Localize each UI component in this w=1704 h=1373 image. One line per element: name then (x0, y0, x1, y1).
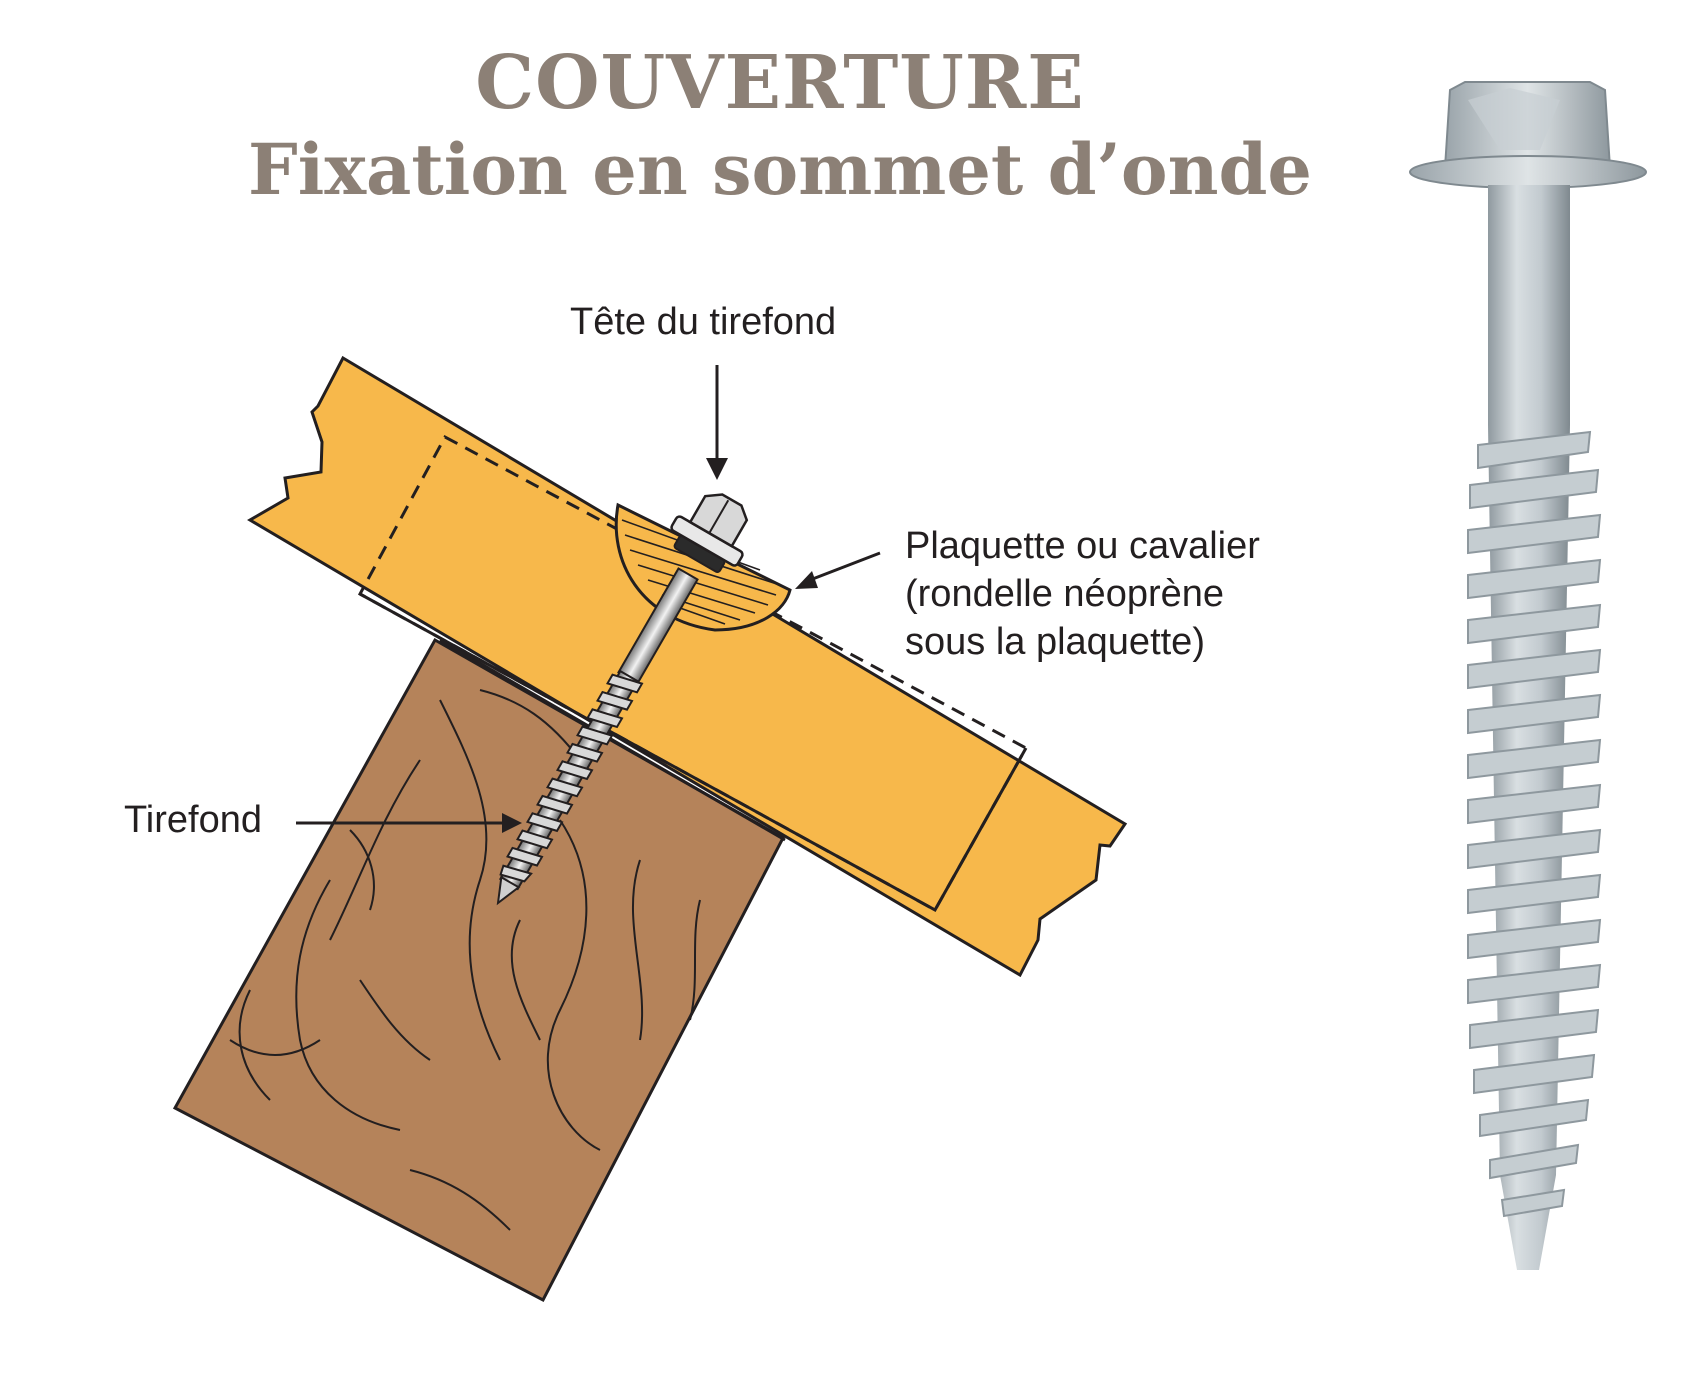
arrow-plaquette-label (795, 551, 881, 589)
arrow-head-label (706, 365, 728, 480)
title-line-2: Fixation en sommet d’onde (248, 128, 1312, 211)
diagram-screw (496, 493, 749, 906)
title-line-1: COUVERTURE (475, 40, 1085, 126)
label-plaquette: Plaquette ou cavalier (rondelle néoprène… (905, 522, 1260, 666)
label-screw-head: Tête du tirefond (570, 301, 837, 343)
screw-photo-thread (1467, 430, 1602, 1218)
wood-purlin (172, 637, 785, 1303)
arrow-tirefond-label (296, 813, 522, 833)
screw-photo (1409, 81, 1647, 1270)
saddle-washer (614, 502, 792, 632)
label-plaquette-line-1: Plaquette ou cavalier (905, 525, 1260, 567)
label-tirefond: Tirefond (124, 799, 262, 841)
label-plaquette-line-2: (rondelle néoprène (905, 573, 1225, 615)
label-plaquette-line-3: sous la plaquette) (905, 621, 1205, 663)
roof-sheet (247, 355, 1128, 978)
diagram-screw-thread (496, 669, 644, 906)
